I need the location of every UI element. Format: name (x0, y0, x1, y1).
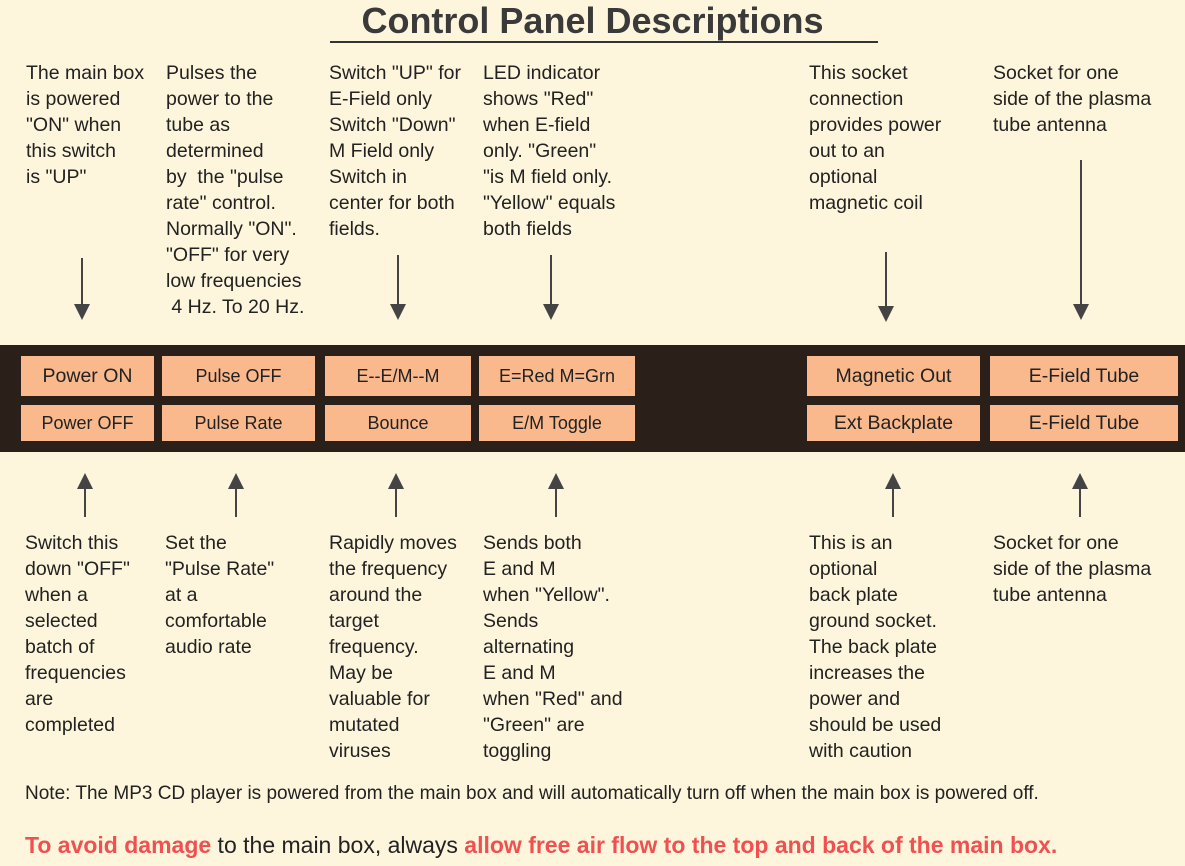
arrow-up-pulse-rate (228, 473, 244, 517)
em-toggle-button[interactable]: E/M Toggle (479, 405, 635, 441)
efield-tube-socket-top[interactable]: E-Field Tube (990, 356, 1178, 396)
ext-backplate-socket[interactable]: Ext Backplate (807, 405, 980, 441)
field-switch-top[interactable]: E--E/M--M (325, 356, 471, 396)
power-on-button[interactable]: Power ON (21, 356, 154, 396)
magnetic-out-socket[interactable]: Magnetic Out (807, 356, 980, 396)
desc-pulse-rate: Set the "Pulse Rate" at a comfortable au… (165, 532, 275, 658)
arrow-up-power-off (77, 473, 93, 517)
warning-part-1: To avoid damage (25, 832, 212, 858)
control-panel: Power ON Pulse OFF E--E/M--M E=Red M=Grn… (0, 345, 1185, 452)
power-off-label[interactable]: Power OFF (21, 405, 154, 441)
desc-power-off: Switch this down "OFF" when a selected b… (25, 532, 130, 736)
arrow-down-field-switch (390, 255, 406, 320)
arrow-down-led (543, 255, 559, 320)
desc-ext-backplate: This is an optional back plate ground so… (809, 532, 942, 762)
desc-efield-tube-bottom: Socket for one side of the plasma tube a… (993, 532, 1152, 606)
led-indicator: E=Red M=Grn (479, 356, 635, 396)
title-underline (330, 41, 878, 43)
airflow-warning: To avoid damage to the main box, always … (25, 832, 1057, 859)
arrow-up-em-toggle (548, 473, 564, 517)
desc-magnetic-out: This socket connection provides power ou… (809, 62, 942, 214)
desc-bounce: Rapidly moves the frequency around the t… (329, 532, 457, 762)
bounce-button[interactable]: Bounce (325, 405, 471, 441)
warning-part-2: to the main box, always (211, 832, 465, 858)
arrow-up-backplate (885, 473, 901, 517)
arrow-down-efield (1073, 160, 1089, 320)
mp3-note: Note: The MP3 CD player is powered from … (25, 783, 1039, 804)
arrow-up-bounce (388, 473, 404, 517)
arrow-down-power (74, 258, 90, 320)
desc-em-toggle: Sends both E and M when "Yellow". Sends … (483, 532, 623, 762)
pulse-rate-control[interactable]: Pulse Rate (162, 405, 315, 441)
desc-power-on: The main box is powered "ON" when this s… (26, 62, 145, 188)
desc-pulse-off: Pulses the power to the tube as determin… (166, 62, 305, 318)
efield-tube-socket-bottom[interactable]: E-Field Tube (990, 405, 1178, 441)
warning-part-3: allow free air flow to the top and back … (464, 832, 1058, 858)
desc-efield-tube-top: Socket for one side of the plasma tube a… (993, 62, 1152, 136)
arrow-up-efield (1072, 473, 1088, 517)
pulse-off-button[interactable]: Pulse OFF (162, 356, 315, 396)
desc-field-switch: Switch "UP" for E-Field only Switch "Dow… (329, 62, 461, 240)
page-title: Control Panel Descriptions (361, 0, 824, 41)
desc-led-indicator: LED indicator shows "Red" when E-field o… (483, 62, 616, 240)
arrow-down-magnetic (878, 252, 894, 322)
